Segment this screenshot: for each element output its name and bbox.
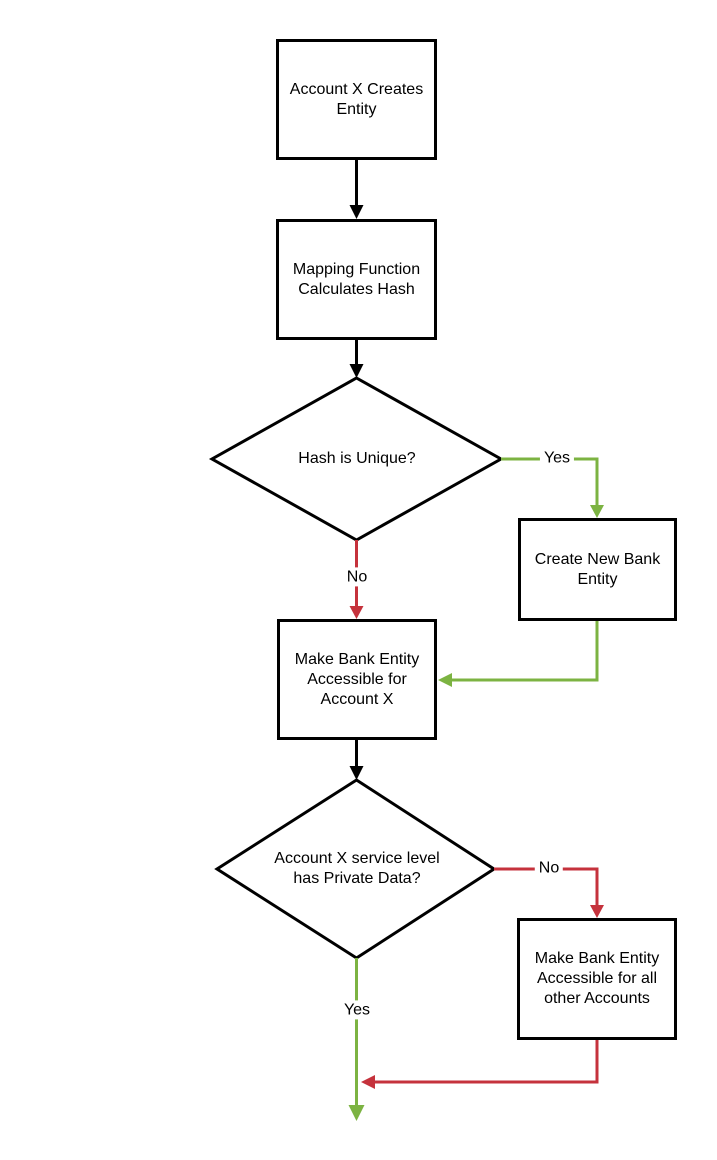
edge-private-no-to-access-all (494, 867, 604, 918)
edge-access-all-to-exit (361, 1040, 599, 1089)
edge-create-to-access-x-line (451, 621, 599, 682)
edge-label-no-private: No (534, 858, 564, 878)
edge-label-yes-private: Yes (339, 1000, 375, 1020)
arrowhead-down-icon (349, 766, 364, 780)
arrowhead-down-icon (348, 1105, 365, 1121)
node-account-creates-entity: Account X Creates Entity (276, 39, 437, 160)
node-accessible-for-all-accounts: Make Bank Entity Accessible for all othe… (517, 918, 677, 1040)
arrowhead-left-icon (438, 673, 452, 687)
edge-label-no-unique: No (342, 567, 372, 587)
node-account-creates-entity-label: Account X Creates Entity (289, 80, 424, 118)
edge-private-no-line (494, 867, 599, 906)
edge-unique-yes-line (501, 457, 599, 506)
decision-private-data-label: Account X service level has Private Data… (274, 850, 440, 887)
edge-access-all-to-exit-line (374, 1040, 599, 1084)
edge-unique-yes-to-create (501, 457, 604, 518)
arrowhead-left-icon (361, 1075, 375, 1089)
node-mapping-function: Mapping Function Calculates Hash (276, 219, 437, 340)
arrowhead-down-icon (349, 364, 364, 378)
arrowhead-down-icon (349, 205, 364, 219)
node-accessible-for-all-accounts-label: Make Bank Entity Accessible for all othe… (534, 950, 660, 1007)
node-create-new-bank-entity: Create New Bank Entity (518, 518, 677, 621)
arrowhead-down-icon (590, 505, 604, 518)
decision-hash-unique-label: Hash is Unique? (298, 450, 416, 467)
arrowhead-down-icon (349, 606, 364, 619)
node-accessible-for-account-x-label: Make Bank Entity Accessible for Account … (294, 650, 420, 708)
edge-label-yes-unique: Yes (539, 448, 575, 468)
edge-access-x-to-private (349, 740, 364, 780)
node-mapping-function-label: Mapping Function Calculates Hash (292, 260, 421, 298)
edge-private-yes-to-exit (348, 958, 365, 1121)
edge-start-to-hash (349, 160, 364, 219)
node-create-new-bank-entity-label: Create New Bank Entity (534, 550, 661, 588)
arrowhead-down-icon (590, 905, 604, 918)
node-accessible-for-account-x: Make Bank Entity Accessible for Account … (277, 619, 437, 740)
edge-hash-to-unique (349, 340, 364, 378)
edge-create-to-access-x (438, 621, 599, 687)
